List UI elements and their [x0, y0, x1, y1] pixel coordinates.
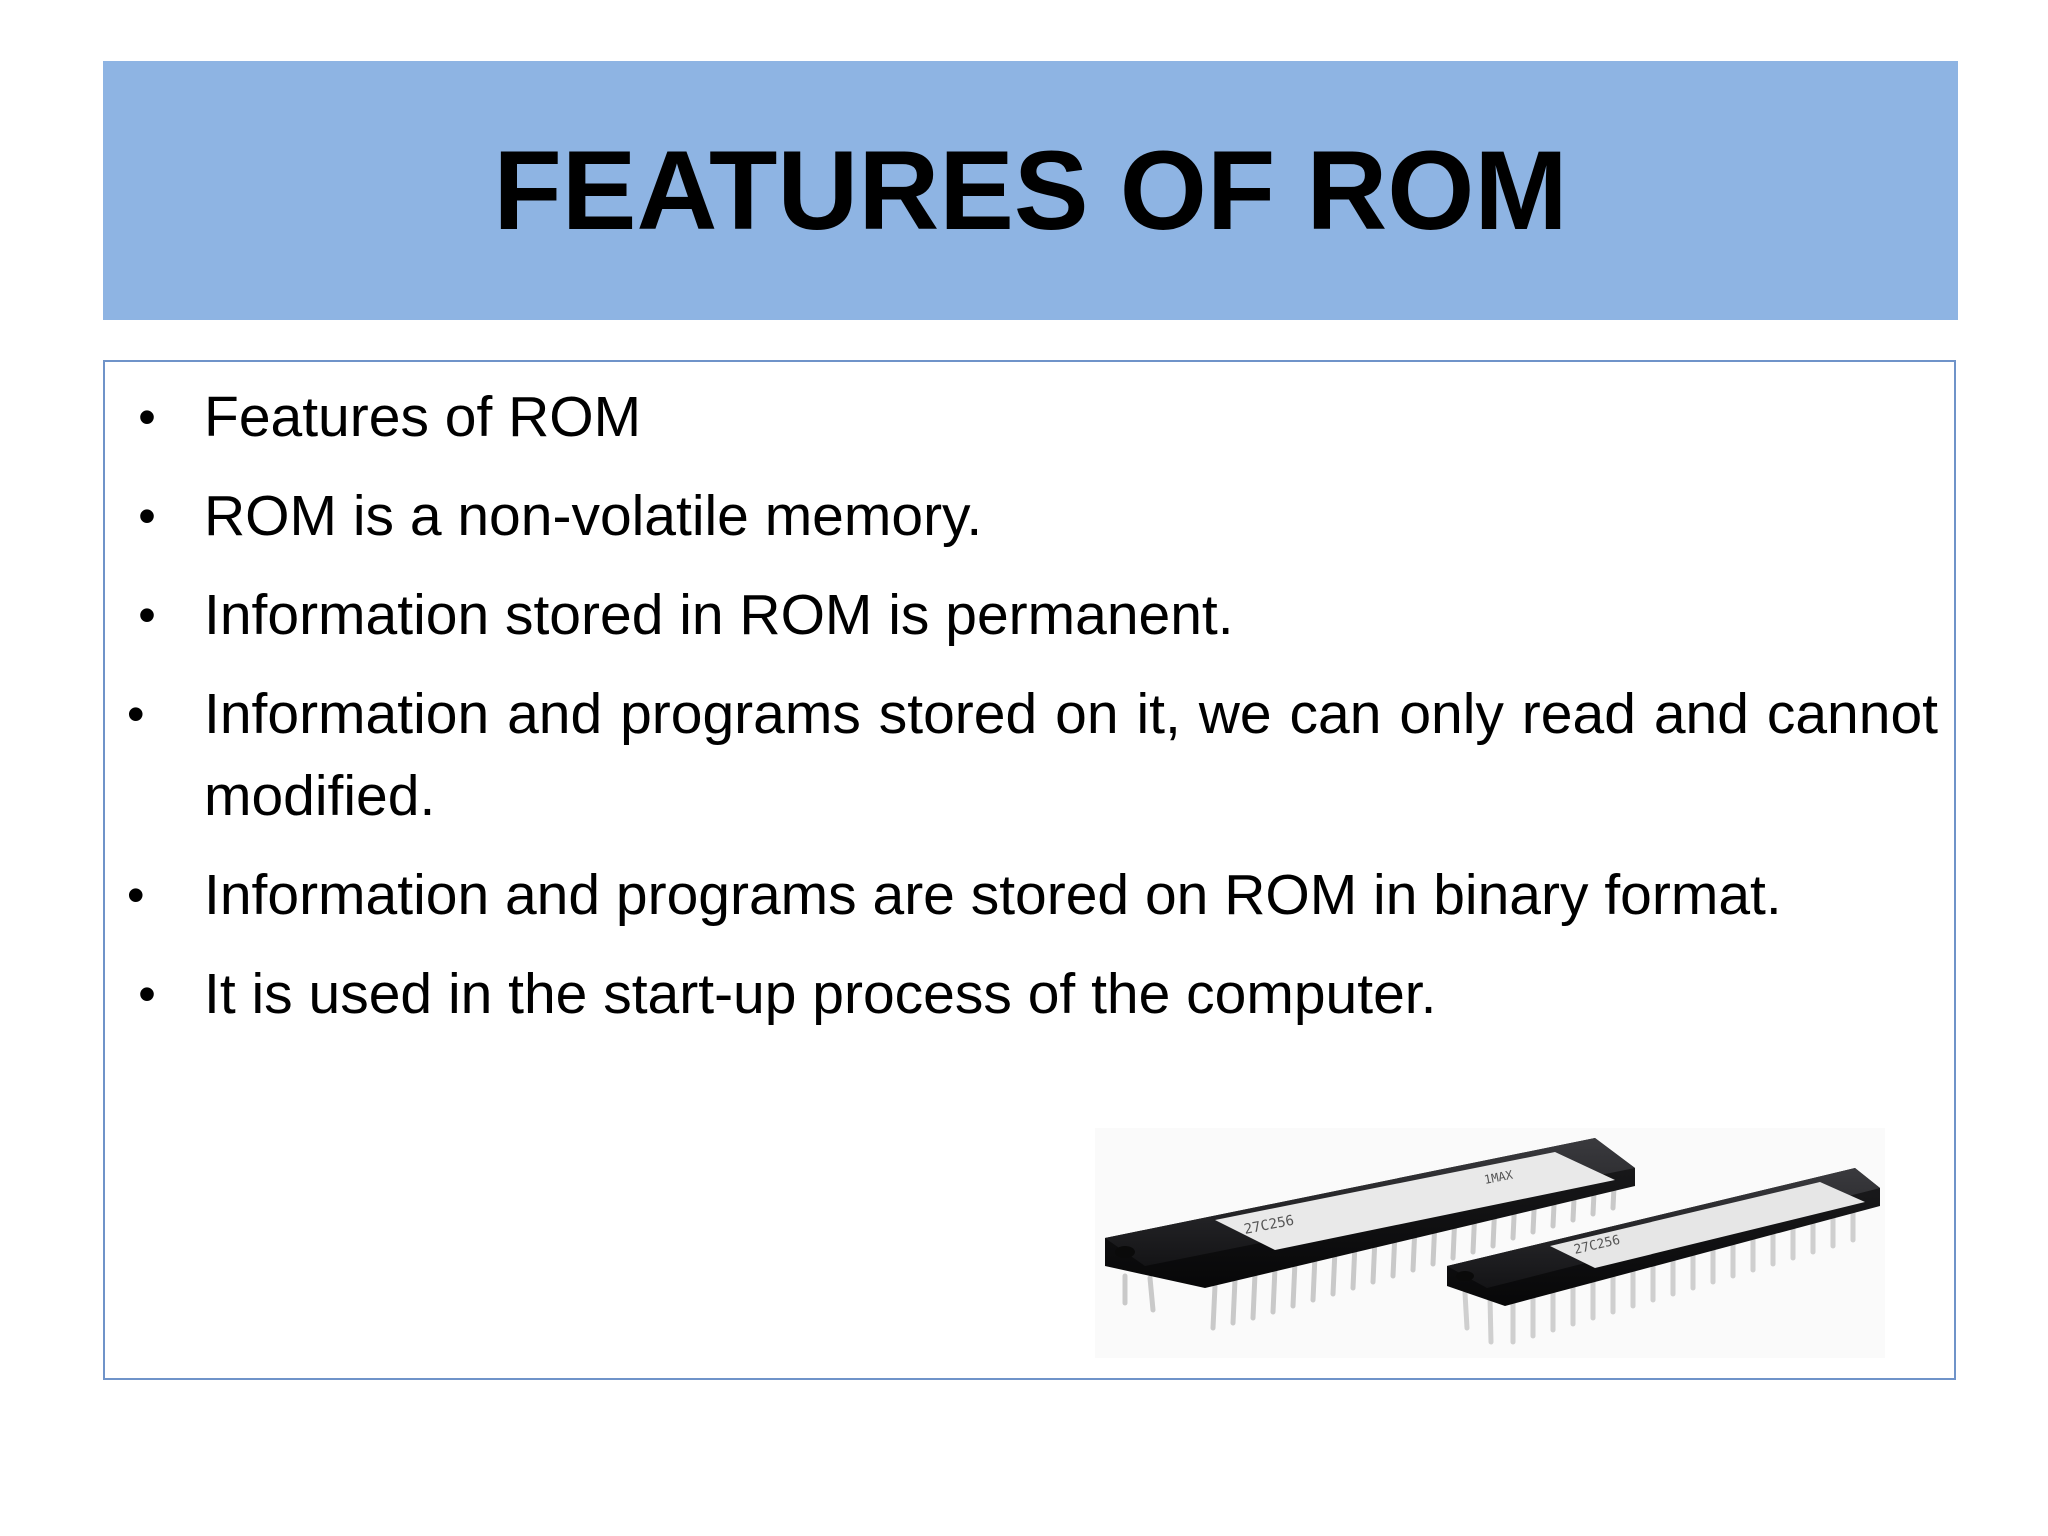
list-item: • It is used in the start-up process of … [105, 953, 1958, 1035]
list-item: • Information stored in ROM is permanent… [105, 574, 1958, 656]
list-item: • Features of ROM [105, 376, 1958, 458]
bullet-text: Information stored in ROM is permanent. [204, 583, 1234, 647]
bullet-icon: • [138, 966, 156, 1022]
bullet-list: • Features of ROM • ROM is a non-volatil… [105, 376, 1958, 1052]
content-box: • Features of ROM • ROM is a non-volatil… [103, 360, 1956, 1380]
bullet-icon: • [138, 389, 156, 445]
bullet-text: It is used in the start-up process of th… [204, 962, 1437, 1026]
chip-left: 27C256 1MAX [1105, 1138, 1635, 1331]
bullet-icon: • [138, 587, 156, 643]
bullet-text: Information and programs stored on it, w… [204, 682, 1938, 828]
list-item: • Information and programs stored on it,… [105, 673, 1958, 837]
bullet-icon: • [138, 488, 156, 544]
bullet-icon: • [127, 867, 145, 923]
bullet-text: ROM is a non-volatile memory. [204, 484, 983, 548]
list-item: • Information and programs are stored on… [105, 854, 1958, 936]
chip-label: 1MAX [1483, 1168, 1515, 1187]
bullet-text: Information and programs are stored on R… [204, 863, 1782, 927]
list-item: • ROM is a non-volatile memory. [105, 475, 1958, 557]
bullet-icon: • [127, 686, 145, 742]
rom-chips-image: 27C256 1MAX [1095, 1128, 1885, 1358]
title-banner: FEATURES OF ROM [103, 61, 1958, 320]
slide-title: FEATURES OF ROM [493, 127, 1568, 253]
chip-right: 27C256 [1447, 1168, 1880, 1345]
bullet-text: Features of ROM [204, 385, 642, 449]
